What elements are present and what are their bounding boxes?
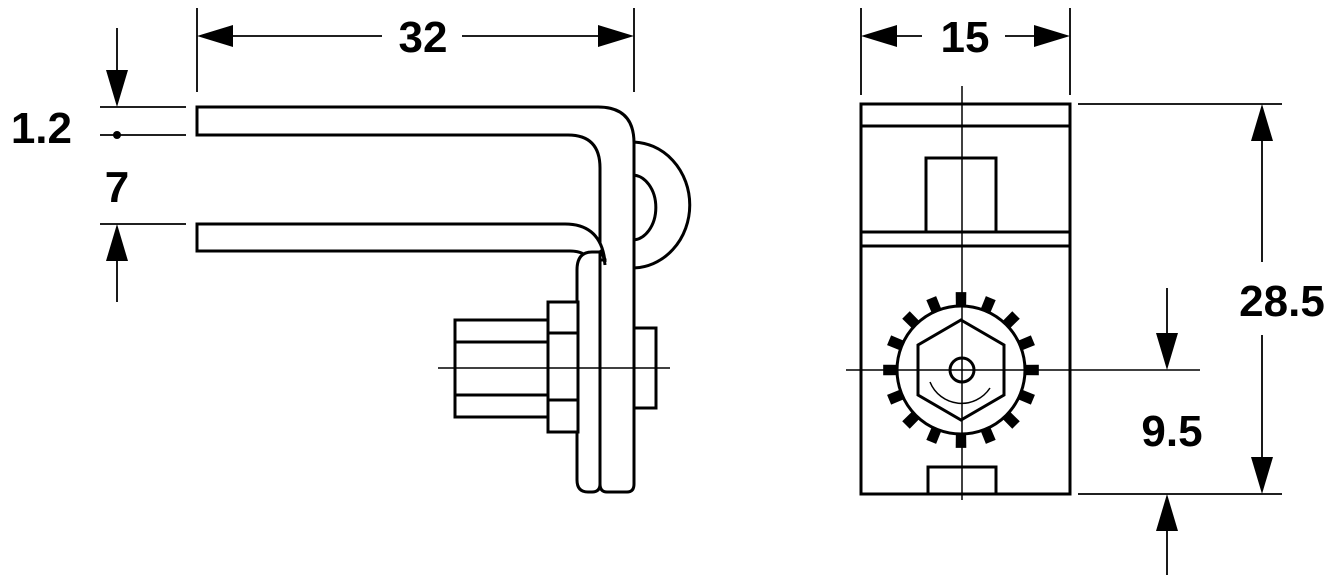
dimension-label-1-2: 1.2 xyxy=(11,104,72,153)
dimension-label-32: 32 xyxy=(399,13,448,62)
dimension-thickness-gap: 1.2 7 xyxy=(11,28,186,302)
dimension-32: 32 xyxy=(196,8,635,92)
bolt-assembly xyxy=(438,300,670,434)
dimension-label-9-5: 9.5 xyxy=(1141,407,1202,456)
upper-slot xyxy=(924,156,998,234)
bracket-lower-arm xyxy=(195,222,607,263)
dimension-15: 15 xyxy=(860,8,1071,95)
side-view: 32 1.2 7 xyxy=(11,8,692,494)
dimension-label-28-5: 28.5 xyxy=(1239,277,1325,326)
front-view: 15 28.5 9.5 xyxy=(846,8,1325,575)
dimension-28-5: 28.5 xyxy=(1078,103,1325,495)
dimension-label-7: 7 xyxy=(105,163,129,212)
hex-nut xyxy=(546,300,580,434)
bracket-lower-leg xyxy=(575,250,602,494)
bracket-upper-arm xyxy=(195,105,636,494)
roller-wheel xyxy=(631,140,692,270)
dimension-9-5: 9.5 xyxy=(1141,288,1203,575)
dimension-label-15: 15 xyxy=(941,13,990,62)
